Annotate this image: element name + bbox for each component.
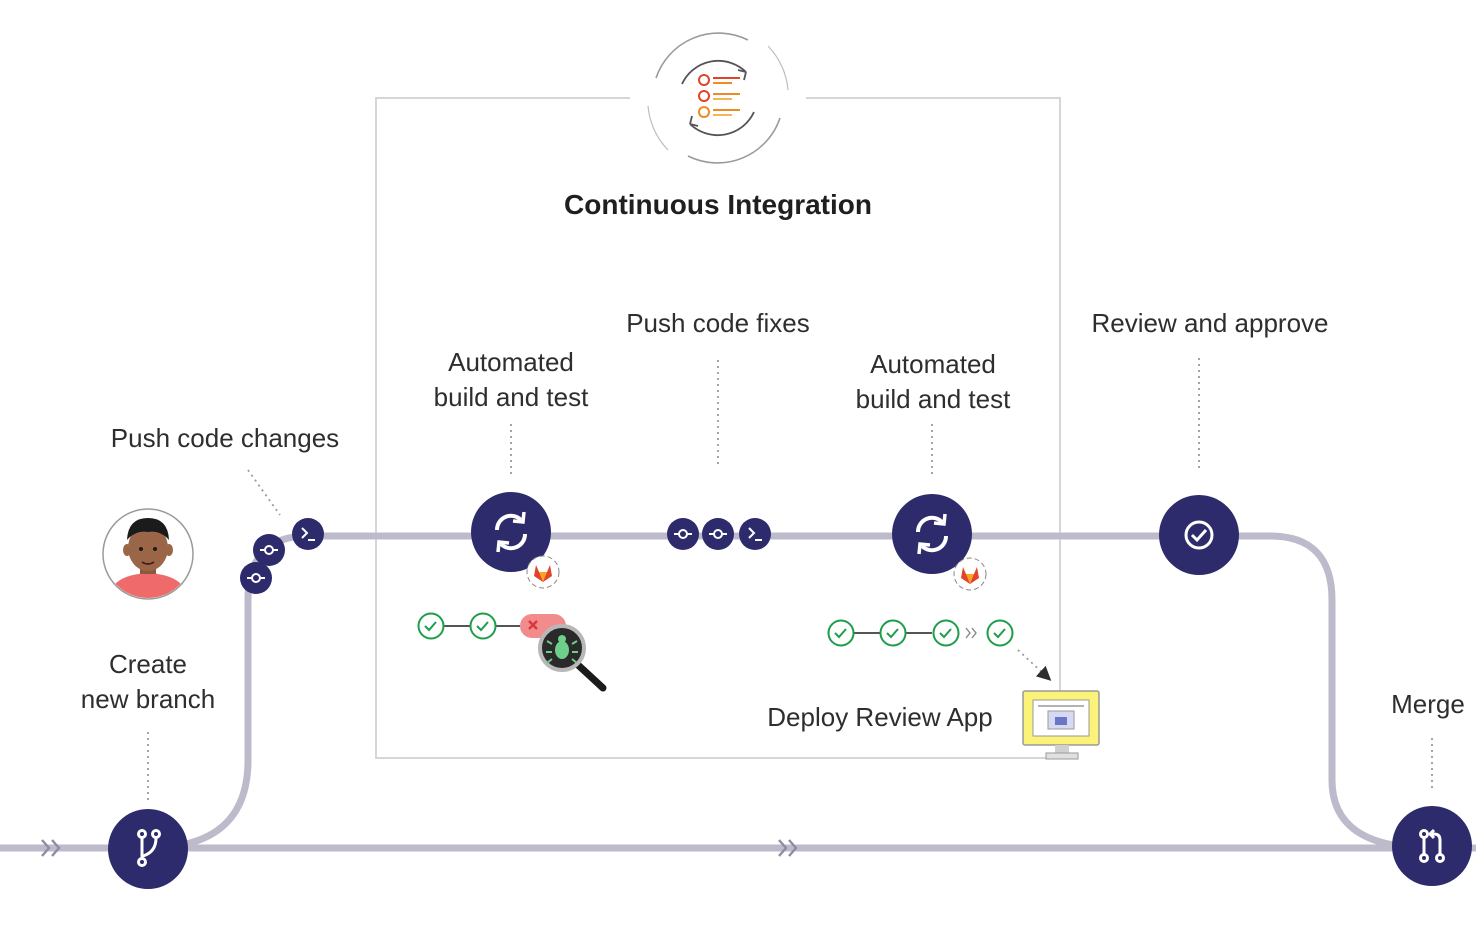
merge-label: Merge xyxy=(1391,689,1465,719)
bug-magnifier-icon xyxy=(538,624,607,692)
automated-build-label-1: Automated build and test xyxy=(433,347,589,412)
ci-frame xyxy=(375,97,1061,759)
chevron-right-icon xyxy=(41,839,61,857)
pipeline-status-first-run xyxy=(417,612,566,640)
merge-request-icon[interactable] xyxy=(1392,806,1472,886)
check-circle-icon[interactable] xyxy=(1159,495,1239,575)
git-branch-icon[interactable] xyxy=(108,809,188,889)
create-new-branch-label: Create new branch xyxy=(80,649,216,714)
leader-lines xyxy=(147,358,1433,800)
commit-icon[interactable] xyxy=(253,534,285,566)
terminal-prompt-icon[interactable] xyxy=(292,518,324,550)
sync-icon[interactable] xyxy=(471,492,551,572)
monitor-icon[interactable] xyxy=(1022,690,1100,760)
sync-icon[interactable] xyxy=(892,494,972,574)
push-code-changes-label: Push code changes xyxy=(110,423,340,453)
commit-icon[interactable] xyxy=(667,518,699,550)
deploy-review-app-label: Deploy Review App xyxy=(767,702,993,732)
review-and-approve-label: Review and approve xyxy=(1091,308,1329,338)
gitlab-fox-icon xyxy=(526,555,560,589)
push-code-fixes-label: Push code fixes xyxy=(626,308,810,338)
passed-status-icon xyxy=(986,619,1014,647)
passed-status-icon xyxy=(417,612,445,640)
diagram-title: Continuous Integration xyxy=(564,189,872,220)
terminal-prompt-icon[interactable] xyxy=(739,518,771,550)
passed-status-icon xyxy=(827,619,855,647)
chevron-right-icon xyxy=(778,839,798,857)
pipeline-status-second-run xyxy=(827,619,1014,647)
automated-build-label-2: Automated build and test xyxy=(855,349,1011,414)
commit-icon[interactable] xyxy=(240,562,272,594)
feature-track xyxy=(147,532,1431,852)
passed-status-icon xyxy=(932,619,960,647)
checklist-cycle-icon xyxy=(647,32,789,164)
developer-avatar xyxy=(102,508,194,600)
passed-status-icon xyxy=(879,619,907,647)
gitlab-fox-icon xyxy=(953,557,987,591)
commit-icon[interactable] xyxy=(702,518,734,550)
passed-status-icon xyxy=(469,612,497,640)
